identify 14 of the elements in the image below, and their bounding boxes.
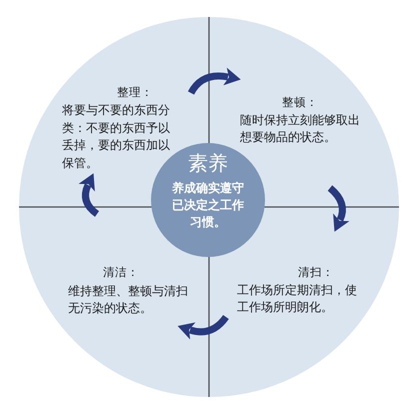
quadrant-heading: 整理：: [117, 84, 153, 100]
center-heading: 素养: [187, 151, 229, 175]
curved-arrow: [328, 185, 350, 232]
center-text: 养成确实遵守已决定之工作习惯。: [170, 180, 245, 230]
quadrant-heading: 清洁：: [103, 264, 139, 280]
quadrant-text: 维持整理、整顿与清扫无污染的状态。: [68, 282, 189, 316]
quadrant-heading: 整顿：: [282, 94, 318, 110]
quadrant-text: 工作场所定期清扫，使工作场所明朗化。: [237, 282, 358, 316]
quadrant-heading: 清扫：: [298, 264, 334, 280]
quadrant-text: 将要与不要的东西分类：不要的东西予以丢掉，要的东西加以保管。: [62, 102, 171, 172]
curved-arrow: [188, 68, 241, 95]
curved-arrow: [78, 173, 100, 217]
curved-arrow: [177, 314, 229, 340]
quadrant-text: 随时保持立刻能够取出想要物品的状态。: [240, 112, 361, 146]
